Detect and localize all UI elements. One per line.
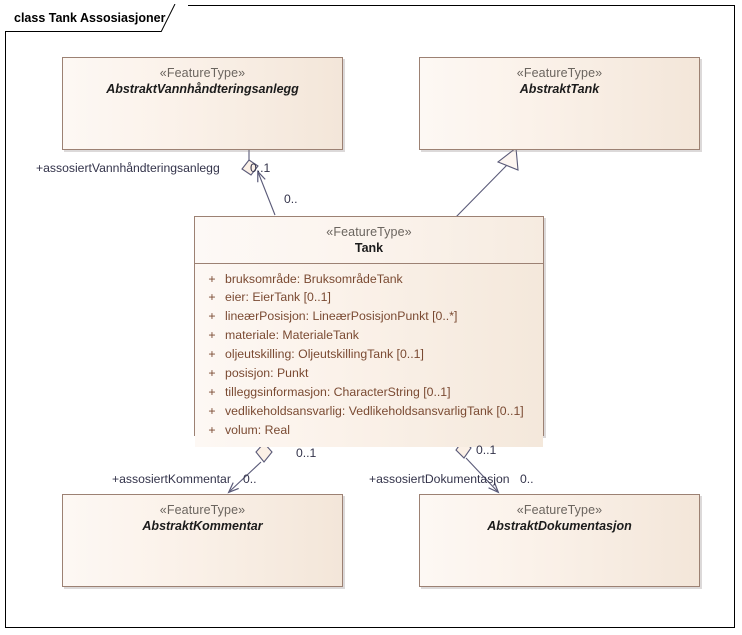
attribute-signature: volum: Real bbox=[225, 422, 290, 437]
class-name: AbstraktKommentar bbox=[142, 518, 263, 533]
class-stereotype: «FeatureType» bbox=[516, 66, 603, 80]
class-stereotype: «FeatureType» bbox=[159, 503, 246, 517]
class-name: Tank bbox=[354, 240, 384, 255]
association-role-kommentar: +assosiertKommentar bbox=[112, 472, 231, 486]
attribute-compartment: + bruksområde: BruksområdeTank + eier: E… bbox=[195, 263, 543, 447]
association-multiplicity-kommentar-target: 0.. bbox=[243, 472, 257, 486]
attribute-visibility: + bbox=[208, 403, 216, 418]
attribute-visibility: + bbox=[208, 385, 216, 400]
attribute-row: + posisjon: Punkt bbox=[199, 364, 539, 383]
attribute-signature: lineærPosisjon: LineærPosisjonPunkt [0..… bbox=[225, 309, 458, 324]
attribute-row: + eier: EierTank [0..1] bbox=[199, 288, 539, 307]
attribute-signature: oljeutskilling: OljeutskillingTank [0..1… bbox=[225, 347, 424, 362]
attribute-signature: eier: EierTank [0..1] bbox=[225, 290, 331, 305]
attribute-signature: tilleggsinformasjon: CharacterString [0.… bbox=[225, 385, 451, 400]
class-name: AbstraktDokumentasjon bbox=[487, 518, 632, 533]
association-multiplicity-dokumentasjon-target: 0.. bbox=[520, 472, 534, 486]
attribute-row: + materiale: MaterialeTank bbox=[199, 326, 539, 345]
attribute-visibility: + bbox=[208, 290, 216, 305]
attribute-signature: posisjon: Punkt bbox=[225, 366, 309, 381]
association-multiplicity-kommentar-source: 0..1 bbox=[296, 446, 317, 460]
attribute-signature: vedlikeholdsansvarlig: Vedlikeholdsansva… bbox=[225, 403, 524, 418]
class-stereotype: «FeatureType» bbox=[516, 503, 603, 517]
class-header: «FeatureType» AbstraktDokumentasjon bbox=[420, 495, 699, 541]
attribute-row: + vedlikeholdsansvarlig: Vedlikeholdsans… bbox=[199, 402, 539, 421]
attribute-row: + volum: Real bbox=[199, 421, 539, 440]
association-role-dokumentasjon: +assosiertDokumentasjon bbox=[369, 472, 510, 486]
attribute-signature: bruksområde: BruksområdeTank bbox=[225, 271, 403, 286]
class-name: AbstraktVannhåndteringsanlegg bbox=[106, 81, 299, 96]
attribute-visibility: + bbox=[208, 309, 216, 324]
attribute-row: + tilleggsinformasjon: CharacterString [… bbox=[199, 383, 539, 402]
diagram-title: class Tank Assosiasjoner bbox=[14, 11, 166, 25]
class-stereotype: «FeatureType» bbox=[159, 66, 246, 80]
association-multiplicity-vannhandteringsanlegg-source: 0.. bbox=[284, 192, 298, 206]
attribute-row: + oljeutskilling: OljeutskillingTank [0.… bbox=[199, 345, 539, 364]
class-header: «FeatureType» AbstraktTank bbox=[420, 58, 699, 104]
attribute-visibility: + bbox=[208, 347, 216, 362]
class-box-abstrakt-tank[interactable]: «FeatureType» AbstraktTank bbox=[419, 57, 700, 150]
class-header: «FeatureType» Tank bbox=[195, 217, 543, 264]
class-box-abstrakt-kommentar[interactable]: «FeatureType» AbstraktKommentar bbox=[62, 494, 343, 587]
attribute-visibility: + bbox=[208, 328, 216, 343]
association-multiplicity-vannhandteringsanlegg-target: 0..1 bbox=[250, 161, 271, 175]
attribute-visibility: + bbox=[208, 366, 216, 381]
class-box-abstrakt-dokumentasjon[interactable]: «FeatureType» AbstraktDokumentasjon bbox=[419, 494, 700, 587]
class-stereotype: «FeatureType» bbox=[326, 225, 412, 239]
attribute-row: + bruksområde: BruksområdeTank bbox=[199, 270, 539, 289]
class-name: AbstraktTank bbox=[519, 81, 600, 96]
attribute-signature: materiale: MaterialeTank bbox=[225, 328, 359, 343]
association-role-vannhandteringsanlegg: +assosiertVannhåndteringsanlegg bbox=[36, 161, 220, 175]
diagram-title-tab: class Tank Assosiasjoner bbox=[5, 4, 189, 32]
association-multiplicity-dokumentasjon-source: 0..1 bbox=[476, 443, 497, 457]
class-box-tank[interactable]: «FeatureType» Tank + bruksområde: Brukso… bbox=[194, 216, 544, 447]
attribute-row: + lineærPosisjon: LineærPosisjonPunkt [0… bbox=[199, 307, 539, 326]
class-header: «FeatureType» AbstraktKommentar bbox=[63, 495, 342, 541]
attribute-visibility: + bbox=[208, 422, 216, 437]
class-header: «FeatureType» AbstraktVannhåndteringsanl… bbox=[63, 58, 342, 104]
attribute-visibility: + bbox=[208, 271, 216, 286]
class-box-abstrakt-vannhandteringsanlegg[interactable]: «FeatureType» AbstraktVannhåndteringsanl… bbox=[62, 57, 343, 150]
